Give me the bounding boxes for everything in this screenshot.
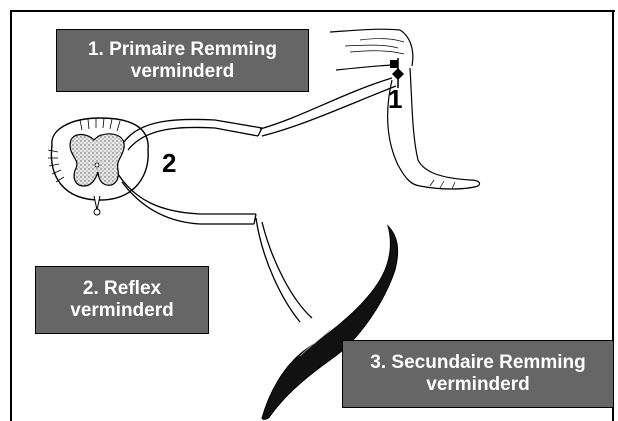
marker-leg-number: 1 — [388, 84, 402, 114]
label-primary-inhibition-line1: 1. Primaire Remming — [88, 39, 277, 61]
label-secondary-inhibition-line1: 3. Secundaire Remming — [370, 352, 585, 374]
label-primary-inhibition-line2: verminderd — [131, 61, 234, 83]
marker-spinal-cord-number: 2 — [162, 148, 176, 178]
leg-drawing — [330, 29, 480, 189]
marker-muscle-number: 3 — [348, 272, 362, 302]
label-reflex: 2. Reflex verminderd — [35, 266, 209, 334]
label-reflex-line2: verminderd — [70, 300, 173, 322]
label-primary-inhibition: 1. Primaire Remming verminderd — [56, 29, 309, 92]
label-secondary-inhibition-line2: verminderd — [426, 374, 529, 396]
label-reflex-line1: 2. Reflex — [83, 278, 161, 300]
label-secondary-inhibition: 3. Secundaire Remming verminderd — [342, 340, 614, 408]
